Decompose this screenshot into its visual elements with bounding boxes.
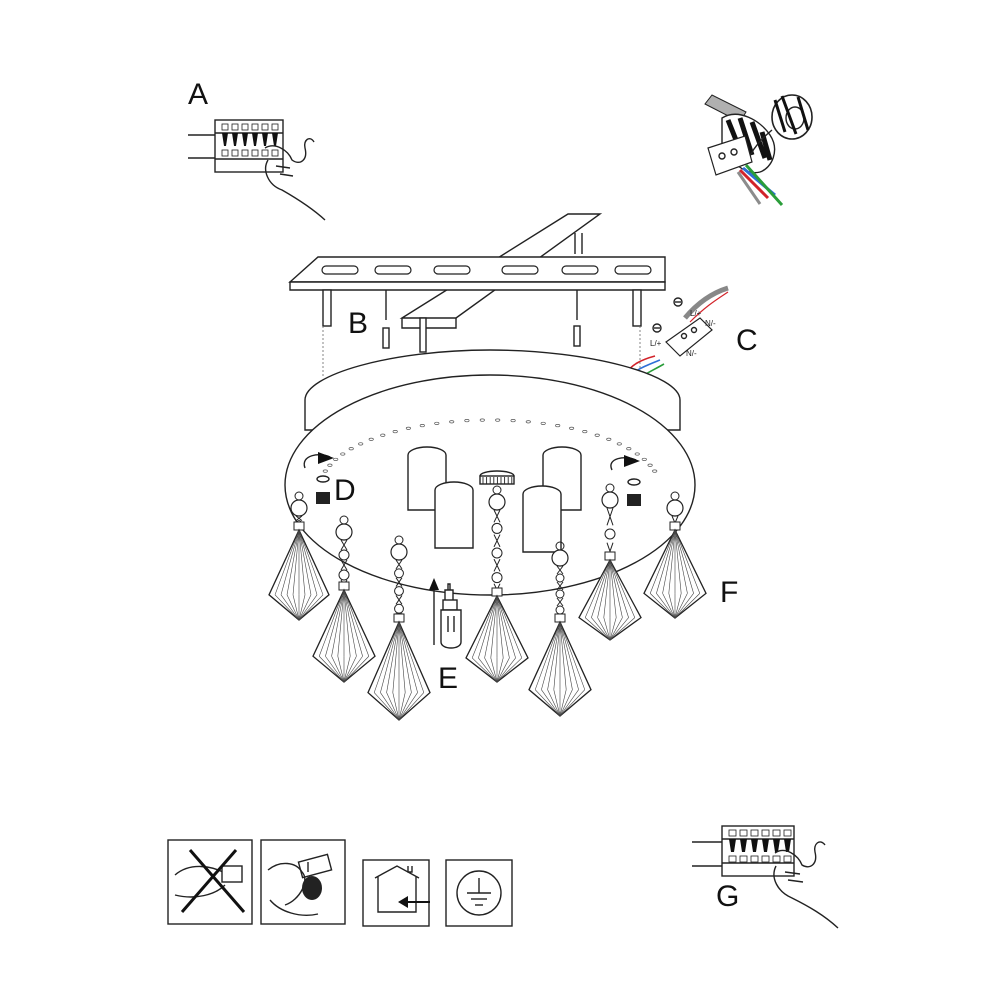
label-d: D <box>334 474 356 507</box>
step-a-terminal-block: A <box>188 78 326 221</box>
label-a: A <box>188 78 208 111</box>
wire-label-n-top: N/- <box>705 319 716 328</box>
step-g-terminal-block: G <box>692 825 839 929</box>
terminal-block-icon <box>692 825 795 877</box>
terminal-block-icon <box>707 135 753 176</box>
hand-icon <box>264 138 326 221</box>
crystal-drops <box>268 483 707 721</box>
step-d-fixing: D <box>303 452 641 507</box>
indoor-use-house-icon <box>362 859 430 927</box>
label-b: B <box>348 307 368 340</box>
lamp-shades <box>407 446 582 553</box>
fixture-base: D <box>284 326 696 596</box>
wire-label-l-top: L/+ <box>690 309 702 318</box>
label-e: E <box>438 662 458 695</box>
step-e-bulb: E <box>429 578 462 695</box>
wire-label-n-bottom: N/- <box>686 349 697 358</box>
protective-earth-icon <box>445 859 513 927</box>
label-f: F <box>720 576 738 609</box>
wire-label-l-bottom: L/+ <box>650 339 662 348</box>
mounting-bracket: B <box>288 213 666 353</box>
label-g: G <box>716 880 739 913</box>
protective-earth-icon <box>652 297 683 333</box>
step-c-wiring: C L/+ N/- L/+ N/- <box>627 285 758 383</box>
label-c: C <box>736 324 758 357</box>
gloved-hand-bulb-icon <box>260 839 346 925</box>
insulation-tape-step <box>704 94 813 207</box>
no-bare-hand-bulb-icon <box>167 839 253 925</box>
hand-icon <box>773 841 839 929</box>
